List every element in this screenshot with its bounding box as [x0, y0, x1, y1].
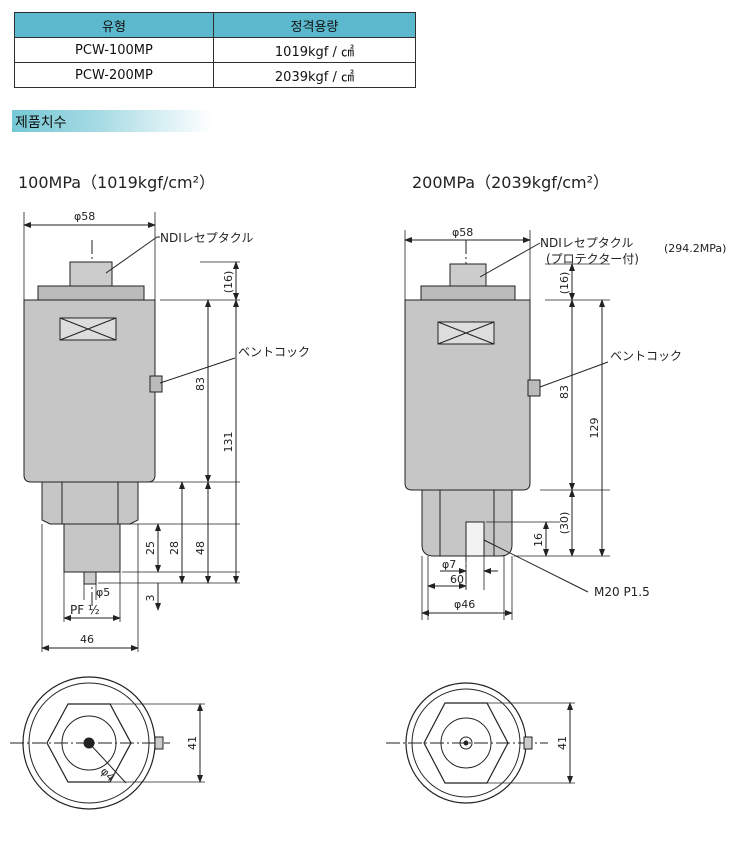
right-dim-16: (16): [558, 272, 571, 295]
right-dim-16b: 16: [532, 533, 545, 547]
header-rated-capacity: 정격용량: [212, 12, 417, 38]
left-dim-pf: PF ½: [70, 603, 100, 617]
right-dim-phi7: φ7: [442, 558, 456, 571]
right-dim-41: 41: [556, 736, 569, 750]
right-thread-callout: M20 P1.5: [594, 585, 650, 599]
header-type: 유형: [14, 12, 214, 38]
right-dim-129: 129: [588, 418, 601, 439]
left-hex-nut: [41, 481, 139, 525]
left-dim-131: 131: [222, 432, 235, 453]
left-vent-callout: ベントコック: [238, 345, 310, 359]
left-top-flange: [37, 285, 145, 301]
left-vent-cock: [149, 375, 163, 393]
right-title: 200MPa（2039kgf/cm²）: [412, 173, 609, 192]
left-sensor-callout: NDIレセプタクル: [160, 231, 253, 245]
dimension-drawing: 100MPa（1019kgf/cm²） φ58 NDIレセプタクル: [10, 173, 726, 810]
right-vent-callout: ベントコック: [610, 349, 682, 363]
right-dim-46: φ46: [454, 598, 475, 611]
capacity-cell: 1019kgf / ㎠: [212, 37, 417, 63]
left-dim-41: 41: [186, 736, 199, 750]
left-dim-16: (16): [222, 271, 235, 294]
model-cell: PCW-200MP: [14, 62, 214, 88]
right-protector-callout: (プロテクター付): [546, 252, 639, 266]
left-dim-28: 28: [168, 541, 181, 555]
spec-table: 유형 정격용량 PCW-100MP 1019kgf / ㎠ PCW-200MP …: [14, 12, 417, 88]
section-heading-bar: 제품치수: [12, 110, 212, 132]
left-dim-diameter: φ58: [74, 210, 95, 223]
left-title: 100MPa（1019kgf/cm²）: [18, 173, 215, 192]
spec-table-header-row: 유형 정격용량: [14, 12, 417, 38]
right-sensor-pressure-note: (294.2MPa): [664, 242, 726, 255]
left-connector-body: [69, 261, 113, 287]
left-dim-46: 46: [80, 633, 94, 646]
right-main-body: [404, 299, 531, 491]
right-dim-83: 83: [558, 385, 571, 399]
left-dim-25: 25: [144, 541, 157, 555]
left-drawing: 100MPa（1019kgf/cm²） φ58 NDIレセプタクル: [10, 173, 310, 810]
capacity-cell: 2039kgf / ㎠: [212, 62, 417, 88]
model-cell: PCW-100MP: [14, 37, 214, 63]
left-dim-48: 48: [194, 541, 207, 555]
right-dim-30: (30): [558, 512, 571, 535]
table-row: PCW-100MP 1019kgf / ㎠: [14, 37, 417, 63]
table-row: PCW-200MP 2039kgf / ㎠: [14, 62, 417, 88]
left-dim-phi5: φ5: [96, 586, 110, 599]
right-dim-60: 60: [450, 573, 464, 586]
left-dim-83: 83: [194, 377, 207, 391]
section-title: 제품치수: [15, 115, 67, 131]
right-drawing: 200MPa（2039kgf/cm²） φ58 NDIレセプタクル (294.2…: [386, 173, 726, 804]
right-dim-diameter: φ58: [452, 226, 473, 239]
right-sensor-callout: NDIレセプタクル: [540, 236, 633, 250]
left-threaded-stem: [63, 523, 121, 573]
left-dim-3: 3: [144, 595, 157, 602]
